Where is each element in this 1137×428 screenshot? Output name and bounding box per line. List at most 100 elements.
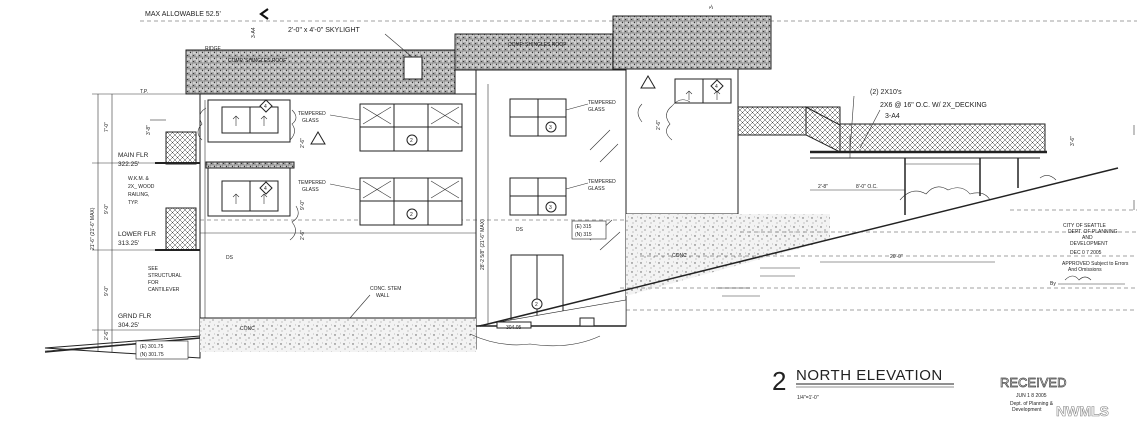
dim-7-0: 7'-0" <box>104 122 110 132</box>
skylight <box>403 56 423 80</box>
windows: 4 2 4 2 3 3 2 4 <box>221 75 732 322</box>
deck-railing-lower <box>839 123 1046 153</box>
city-stamp: CITY OF SEATTLE DEPT. OF PLANNING AND DE… <box>1050 223 1129 287</box>
railing-note-3: RAILING, <box>128 192 149 198</box>
railing-note-4: TYP. <box>128 200 138 206</box>
received-stamp: RECEIVED JUN 1 8 2005 Dept. of Planning … <box>1000 375 1067 413</box>
svg-text:2: 2 <box>535 302 538 308</box>
dim-3-8: 3'-8" <box>146 125 152 135</box>
concrete-label-1: CONC <box>240 326 255 332</box>
svg-text:4: 4 <box>264 186 267 192</box>
svg-text:And Omissions: And Omissions <box>1068 267 1102 273</box>
concrete-base-left <box>200 318 476 352</box>
svg-text:By: By <box>1050 281 1056 287</box>
window-tag-5: 3 <box>545 121 557 133</box>
svg-text:CITY OF SEATTLE: CITY OF SEATTLE <box>1063 223 1107 229</box>
stem-wall-2: WALL <box>376 293 390 299</box>
dim-overall: 21'-6" (21'-6" MAX) <box>90 207 96 250</box>
window-tag-4: 2 <box>406 208 418 220</box>
window-tag-8: 4 <box>710 79 724 93</box>
deck-ref-label: 3-A4 <box>885 113 900 120</box>
dim-2-6-b: 2'-6" <box>300 138 306 148</box>
svg-text:DEPT. OF PLANNING: DEPT. OF PLANNING <box>1068 229 1118 235</box>
title-text: NORTH ELEVATION <box>796 367 943 384</box>
deck: (2) 2X10's 2X6 @ 16" O.C. W/ 2X_DECKING … <box>737 89 1047 215</box>
see-structural-1: SEE <box>148 266 159 272</box>
svg-text:JUN 1 8 2005: JUN 1 8 2005 <box>1016 393 1047 399</box>
top-tag: 3- <box>709 4 715 9</box>
tempered-1b: GLASS <box>302 118 319 124</box>
dim-2-6-a: 2'-6" <box>104 330 110 340</box>
grade-line-slope <box>479 167 1119 327</box>
tp-label: T.P. <box>140 89 148 95</box>
shrubs <box>197 99 1057 241</box>
title-number: 2 <box>772 366 786 396</box>
svg-text:(N) 315: (N) 315 <box>575 232 592 238</box>
dim-9-0-a: 9'-0" <box>104 204 110 214</box>
window-tag-1: 4 <box>259 99 273 113</box>
spot-elev-304: 304.05 <box>506 325 522 331</box>
ridge-label: RIDGE <box>205 46 222 52</box>
tempered-3a: TEMPERED <box>588 100 616 106</box>
joist-label: (2) 2X10's <box>870 89 902 96</box>
window-left-upper <box>221 106 279 134</box>
decking-label: 2X6 @ 16" O.C. W/ 2X_DECKING <box>880 102 987 109</box>
window-middle-lower <box>509 177 567 216</box>
svg-text:(E) 301.75: (E) 301.75 <box>140 344 164 350</box>
tempered-2b: GLASS <box>302 187 319 193</box>
dim-3-6: 3'-6" <box>1070 136 1076 146</box>
stem-wall-1: CONC. STEM <box>370 286 401 292</box>
svg-text:AND: AND <box>1082 235 1093 241</box>
svg-text:2'-8": 2'-8" <box>818 184 828 190</box>
roof-middle-label: COMP. SHINGLES ROOF <box>508 42 566 48</box>
window-tag-6: 3 <box>545 201 557 213</box>
svg-text:DEC 0 7 2005: DEC 0 7 2005 <box>1070 250 1102 256</box>
dim-9-0-b: 9'-0" <box>104 286 110 296</box>
svg-text:3: 3 <box>549 125 552 131</box>
note-triangle-1 <box>310 131 326 145</box>
max-allowable-arrow <box>259 8 269 20</box>
concrete-retaining <box>626 214 830 296</box>
window-right-upper <box>674 78 732 104</box>
dim-2-6-d: 2'-6" <box>656 120 662 130</box>
svg-text:20'-0": 20'-0" <box>890 254 903 260</box>
nwmls-watermark: NWMLS <box>1056 403 1109 420</box>
door-ground <box>510 254 564 322</box>
svg-text:4: 4 <box>715 84 718 90</box>
dimension-strings-left: 21'-6" (21'-6" MAX) 7'-0" 9'-0" 9'-0" 2'… <box>90 93 1076 352</box>
drawing-title: 2 NORTH ELEVATION 1/4"=1'-0" <box>772 366 954 401</box>
svg-text:(N) 301.75: (N) 301.75 <box>140 352 164 358</box>
ground-floor-label: GRND FLR <box>118 313 152 320</box>
max-allowable-label: MAX ALLOWABLE 52.5' <box>145 11 221 18</box>
balcony-railing-upper <box>165 131 197 165</box>
tempered-1a: TEMPERED <box>298 111 326 117</box>
tempered-4a: TEMPERED <box>588 179 616 185</box>
svg-text:APPROVED Subject to Errors: APPROVED Subject to Errors <box>1062 261 1129 267</box>
railing-note-2: 2X_ WOOD <box>128 184 155 190</box>
svg-text:NWMLS: NWMLS <box>1056 403 1109 419</box>
tempered-2a: TEMPERED <box>298 180 326 186</box>
site-ground <box>44 129 1137 359</box>
window-tag-7: 2 <box>531 298 543 310</box>
svg-text:(E) 315: (E) 315 <box>575 224 592 230</box>
roof-right <box>612 15 772 70</box>
svg-text:Development: Development <box>1012 407 1042 413</box>
dim-2-6-c: 2'-6" <box>300 230 306 240</box>
window-tag-2: 2 <box>406 134 418 146</box>
svg-text:2: 2 <box>410 138 413 144</box>
main-floor-label: MAIN FLR <box>118 152 149 159</box>
see-structural-4: CANTILEVER <box>148 287 180 293</box>
svg-text:4: 4 <box>264 104 267 110</box>
roof-middle <box>454 33 615 71</box>
roof-left-label: COMP. SHINGLES ROOF <box>228 58 286 64</box>
window-tag-3: 4 <box>259 181 273 195</box>
svg-text:Dept. of Planning &: Dept. of Planning & <box>1010 401 1054 407</box>
svg-text:8'-0" O.C.: 8'-0" O.C. <box>856 184 878 190</box>
concrete-label-2: CONC <box>672 253 687 259</box>
main-floor-elev: 322.25' <box>118 161 139 168</box>
lower-floor-label: LOWER FLR <box>118 231 156 238</box>
balcony-railing-lower <box>165 207 197 251</box>
see-structural-3: FOR <box>148 280 159 286</box>
downspout-label-2: DS <box>516 227 524 233</box>
